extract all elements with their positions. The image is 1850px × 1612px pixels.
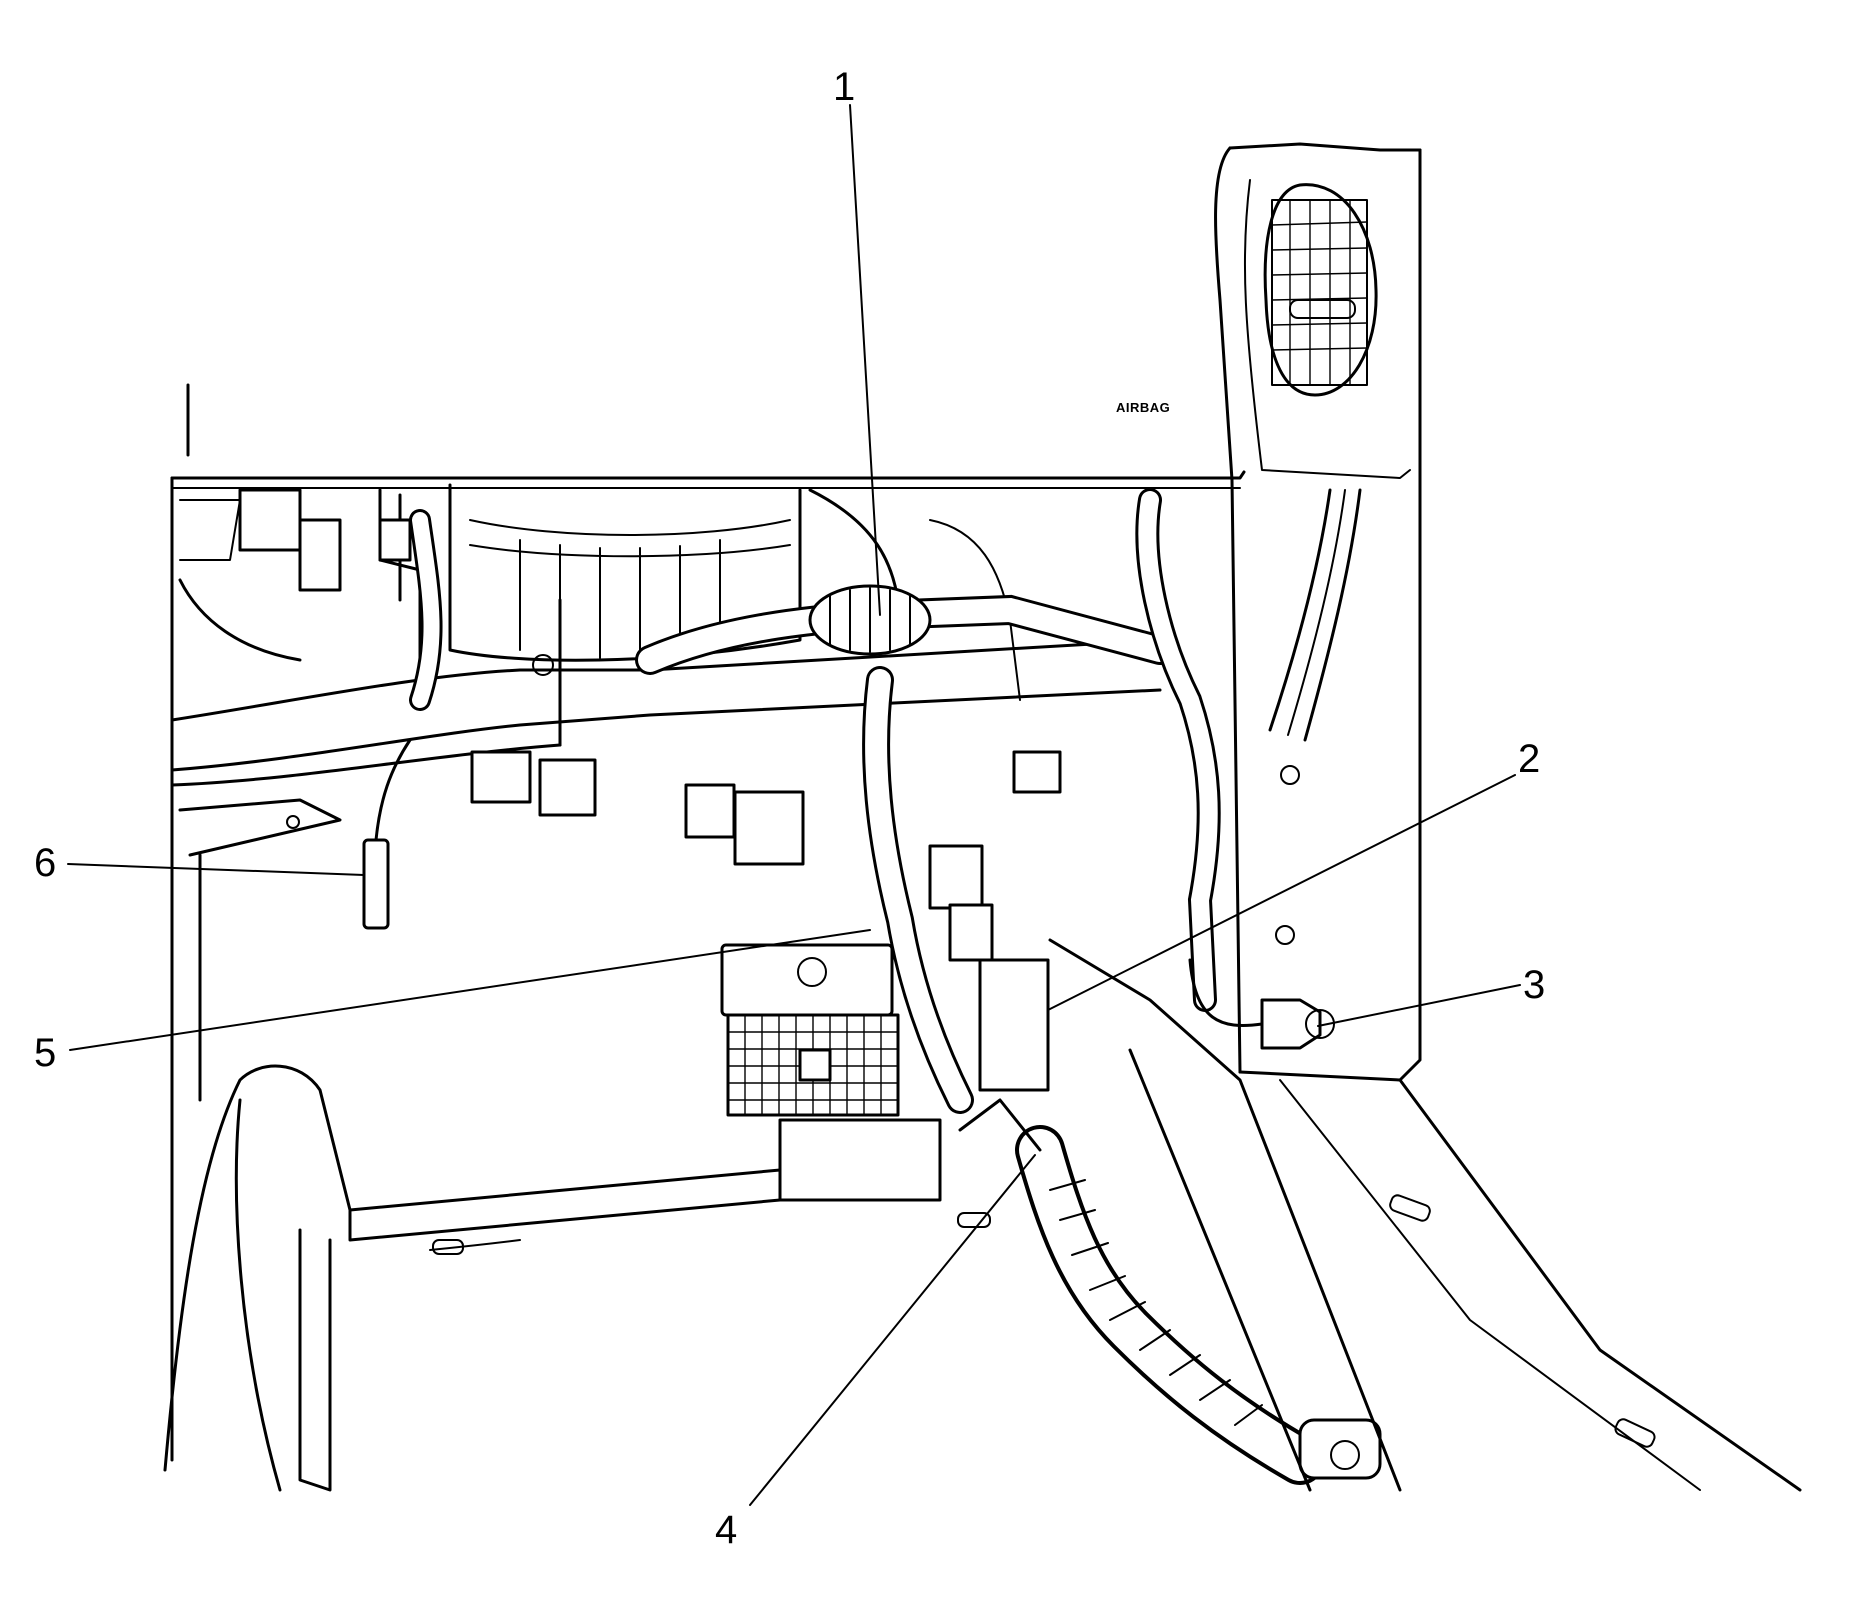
callout-5: 5	[34, 1031, 56, 1075]
hvac-module	[448, 483, 1021, 701]
component-2-module	[978, 958, 1050, 1092]
relay-block-a	[470, 750, 532, 804]
wiring-harness	[409, 488, 1382, 1485]
leader-lines	[67, 104, 1521, 1506]
leader-6	[67, 863, 365, 876]
component-5-module	[720, 943, 894, 1017]
connector-e	[928, 844, 984, 910]
left-components	[178, 488, 422, 1102]
air-vent-outline	[1263, 183, 1378, 397]
instrument-panel: AIRBAG	[170, 383, 1246, 1462]
callout-1: 1	[833, 65, 855, 109]
callout-2: 2	[1518, 737, 1540, 781]
lower-connector-block	[778, 1118, 942, 1202]
leader-5	[69, 929, 871, 1051]
callout-6: 6	[34, 841, 56, 885]
air-vent-grille	[1271, 199, 1368, 386]
component-6-sensor	[362, 838, 390, 930]
junction-block	[726, 1013, 942, 1202]
leader-1	[849, 104, 881, 616]
connector-g	[1012, 750, 1062, 794]
callout-3: 3	[1523, 963, 1545, 1007]
connector-f	[948, 903, 994, 962]
floor-connector	[1298, 1418, 1382, 1480]
callout-4: 4	[715, 1508, 737, 1552]
leader-3	[1317, 984, 1521, 1027]
a-pillar-trim	[1214, 142, 1422, 1082]
leader-4	[749, 1154, 1036, 1506]
component-3-ground	[1188, 958, 1335, 1050]
floor-structure	[163, 938, 1802, 1492]
connector-c	[684, 783, 736, 839]
connector-d	[733, 790, 805, 866]
callout-labels: 1 2 3 4 5 6	[34, 65, 1545, 1552]
connectors-mid	[470, 750, 1062, 962]
airbag-label: AIRBAG	[1116, 400, 1170, 415]
leader-2	[1047, 774, 1516, 1011]
relay-block-b	[538, 758, 597, 817]
